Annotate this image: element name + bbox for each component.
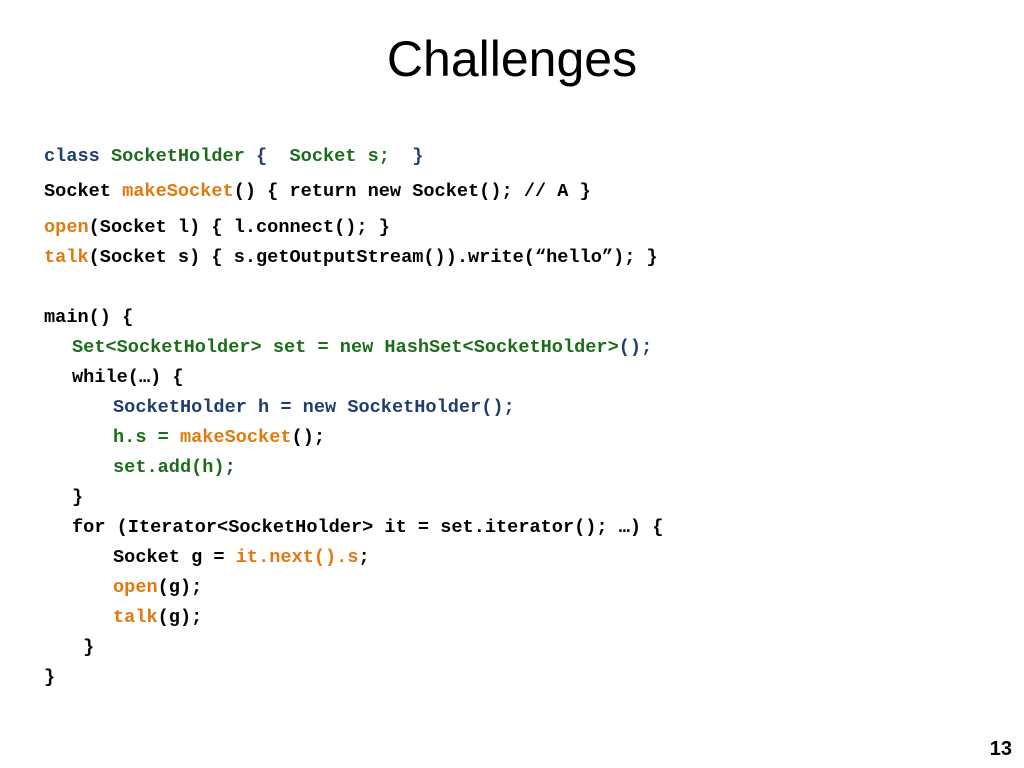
code-token: SocketHolder — [110, 146, 257, 167]
code-token: Socket — [44, 181, 123, 202]
code-line: talk(g); — [113, 603, 202, 633]
code-line: main() { — [44, 303, 133, 333]
code-token: (); — [291, 427, 326, 448]
code-token: talk — [44, 247, 89, 268]
code-token: main() { — [44, 307, 134, 328]
code-token: ; — [358, 547, 370, 568]
code-line: Socket g = it.next().s; — [113, 543, 370, 573]
code-line: open(Socket l) { l.connect(); } — [44, 213, 390, 243]
code-token: set.add(h) — [113, 457, 225, 478]
code-token: Socket s; — [289, 146, 413, 167]
code-line: Set<SocketHolder> set = new HashSet<Sock… — [72, 333, 652, 363]
code-line: open(g); — [113, 573, 202, 603]
code-token: it.next().s — [235, 547, 359, 568]
code-token: (g); — [157, 577, 203, 598]
code-token: } — [72, 637, 95, 658]
code-token: for (Iterator<SocketHolder> it = set.ite… — [72, 517, 664, 538]
code-token: (Socket s) { s.getOutputStream()).write(… — [88, 247, 658, 268]
code-line: while(…) { — [72, 363, 184, 393]
code-token: talk — [113, 607, 158, 628]
code-token: (g); — [157, 607, 203, 628]
code-line: } — [72, 633, 94, 663]
code-token: class — [44, 146, 111, 167]
code-token: SocketHolder h = new SocketHolder(); — [113, 397, 515, 418]
code-token: } — [44, 667, 56, 688]
slide-number: 13 — [989, 738, 1012, 760]
code-token: while(…) { — [72, 367, 184, 388]
code-line: class SocketHolder { Socket s; } — [44, 142, 423, 172]
code-line: SocketHolder h = new SocketHolder(); — [113, 393, 515, 423]
code-token: } — [412, 146, 424, 167]
code-token: } — [72, 487, 84, 508]
code-line: talk(Socket s) { s.getOutputStream()).wr… — [44, 243, 658, 273]
code-line: set.add(h); — [113, 453, 236, 483]
code-token: Socket g = — [113, 547, 236, 568]
code-token: makeSocket — [122, 181, 234, 202]
code-token: Set<SocketHolder> set = new HashSet<Sock… — [72, 337, 619, 358]
code-token: ; — [224, 457, 236, 478]
code-line: } — [72, 483, 83, 513]
code-token: open — [113, 577, 158, 598]
code-line: } — [44, 663, 55, 693]
code-line: h.s = makeSocket(); — [113, 423, 325, 453]
slide-title: Challenges — [386, 31, 638, 87]
code-token: open — [44, 217, 89, 238]
code-line: for (Iterator<SocketHolder> it = set.ite… — [72, 513, 663, 543]
code-token: (Socket l) { l.connect(); } — [88, 217, 390, 238]
code-line: Socket makeSocket() { return new Socket(… — [44, 177, 591, 207]
code-token: () { return new Socket(); // A } — [233, 181, 591, 202]
code-token: { — [256, 146, 290, 167]
code-token: makeSocket — [179, 427, 292, 448]
code-token: h.s = — [113, 427, 180, 448]
code-token: (); — [618, 337, 653, 358]
